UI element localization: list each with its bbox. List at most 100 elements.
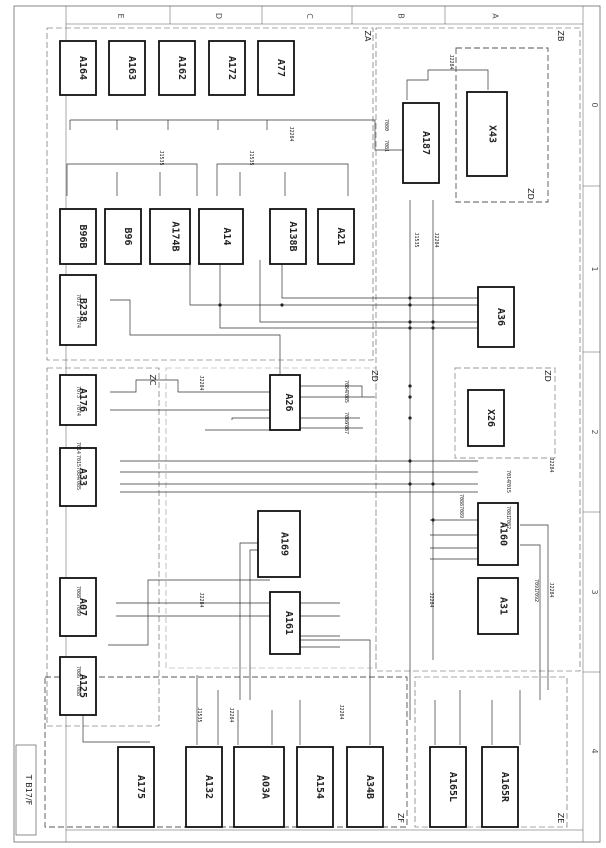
component-outline <box>59 577 97 637</box>
component-label: A176 <box>77 388 88 412</box>
component-a161: A161 <box>269 591 301 655</box>
component-a160: A160 <box>477 502 519 566</box>
zone-frame <box>44 676 408 828</box>
component-a77: A77 <box>257 40 295 96</box>
component-label: A132 <box>203 775 214 799</box>
component-label: A169 <box>279 532 290 556</box>
component-label: A174B <box>169 221 180 251</box>
component-outline <box>198 208 244 265</box>
component-a31: A31 <box>477 577 519 635</box>
component-a36: A36 <box>477 286 515 348</box>
component-a21: A21 <box>317 208 355 265</box>
component-label: A138B <box>287 221 298 251</box>
component-outline <box>149 208 191 265</box>
wire <box>259 260 478 323</box>
component-outline <box>208 40 246 96</box>
row-marker: 3 <box>590 589 599 594</box>
wire-label: 7014 <box>75 442 81 454</box>
component-outline <box>158 40 196 96</box>
zone-label: ZD <box>370 370 379 382</box>
component-label: A33 <box>77 468 88 486</box>
column-marker: C <box>305 13 314 19</box>
component-label: X43 <box>486 125 497 143</box>
component-a07: A07 <box>59 577 97 637</box>
component-outline <box>269 208 307 265</box>
component-a165r: A165R <box>481 746 519 828</box>
wire-label: 7081 <box>505 506 511 518</box>
wire-label: J2284 <box>433 232 439 247</box>
component-label: A21 <box>335 227 346 245</box>
wire-label: 7092 <box>533 590 539 602</box>
wire-label: 7088 <box>75 586 81 598</box>
component-a187: A187 <box>402 102 440 184</box>
junction-dot <box>408 459 412 463</box>
component-outline <box>477 286 515 348</box>
component-label: A07 <box>77 598 88 616</box>
wire-label: 7073 <box>75 294 81 306</box>
component-label: A165L <box>447 772 458 802</box>
component-outline <box>257 40 295 96</box>
wire-label: 7086 <box>75 666 81 678</box>
wire-label: 7073 <box>75 386 81 398</box>
component-label: X26 <box>485 409 496 427</box>
junction-dot <box>408 303 412 307</box>
wire-label: J2284 <box>548 457 554 472</box>
wire-label: 7014 <box>505 470 511 482</box>
component-outline <box>104 208 142 265</box>
component-a172: A172 <box>208 40 246 96</box>
component-a33: A33 <box>59 447 97 507</box>
wire-label: J2284 <box>198 592 204 607</box>
zone-label: ZD <box>543 370 552 382</box>
wire-label: 7081 <box>383 140 389 152</box>
wire-label: J2284 <box>288 126 294 141</box>
component-label: A26 <box>283 393 294 411</box>
wire <box>216 163 349 196</box>
wire <box>406 69 489 100</box>
wire <box>434 690 521 745</box>
junction-dot <box>408 395 412 399</box>
wire <box>300 385 375 429</box>
wire <box>300 639 371 745</box>
component-outline <box>59 656 97 716</box>
component-outline <box>59 274 97 346</box>
junction-dot <box>408 320 412 324</box>
wire-label: 7074 <box>75 316 81 328</box>
wire-label: 7089 <box>458 506 464 518</box>
column-marker: B <box>397 13 406 19</box>
wire-label: J2284 <box>228 707 234 722</box>
component-label: A34B <box>364 775 375 799</box>
wire <box>300 602 340 648</box>
component-a176: A176 <box>59 374 97 426</box>
junction-dot <box>431 518 435 522</box>
component-label: B238 <box>77 298 88 322</box>
wire-label: 7089 <box>75 604 81 616</box>
wire-label: 7084 <box>75 467 81 479</box>
wire-label: J2284 <box>428 592 434 607</box>
wire <box>69 120 268 130</box>
wire-label: J2284 <box>548 582 554 597</box>
column-marker: E <box>116 13 125 18</box>
component-outline <box>481 746 519 828</box>
component-label: A162 <box>176 56 187 80</box>
component-label: A187 <box>420 131 431 155</box>
junction-dot <box>218 303 222 307</box>
component-label: B96B <box>77 224 88 248</box>
component-label: A172 <box>226 56 237 80</box>
component-a138b: A138B <box>269 208 307 265</box>
component-outline <box>59 447 97 507</box>
wire <box>196 675 301 745</box>
zone-frame <box>454 367 556 459</box>
wire-label: 7086 <box>343 412 349 424</box>
wire <box>299 375 434 525</box>
component-label: A154 <box>314 775 325 799</box>
component-x26: X26 <box>467 389 505 447</box>
zone-label: ZB <box>556 31 565 42</box>
component-x43: X43 <box>466 91 508 177</box>
junction-dot <box>431 482 435 486</box>
component-label: A165R <box>499 772 510 803</box>
component-outline <box>59 40 97 96</box>
wire <box>82 579 270 743</box>
wire <box>116 602 270 617</box>
